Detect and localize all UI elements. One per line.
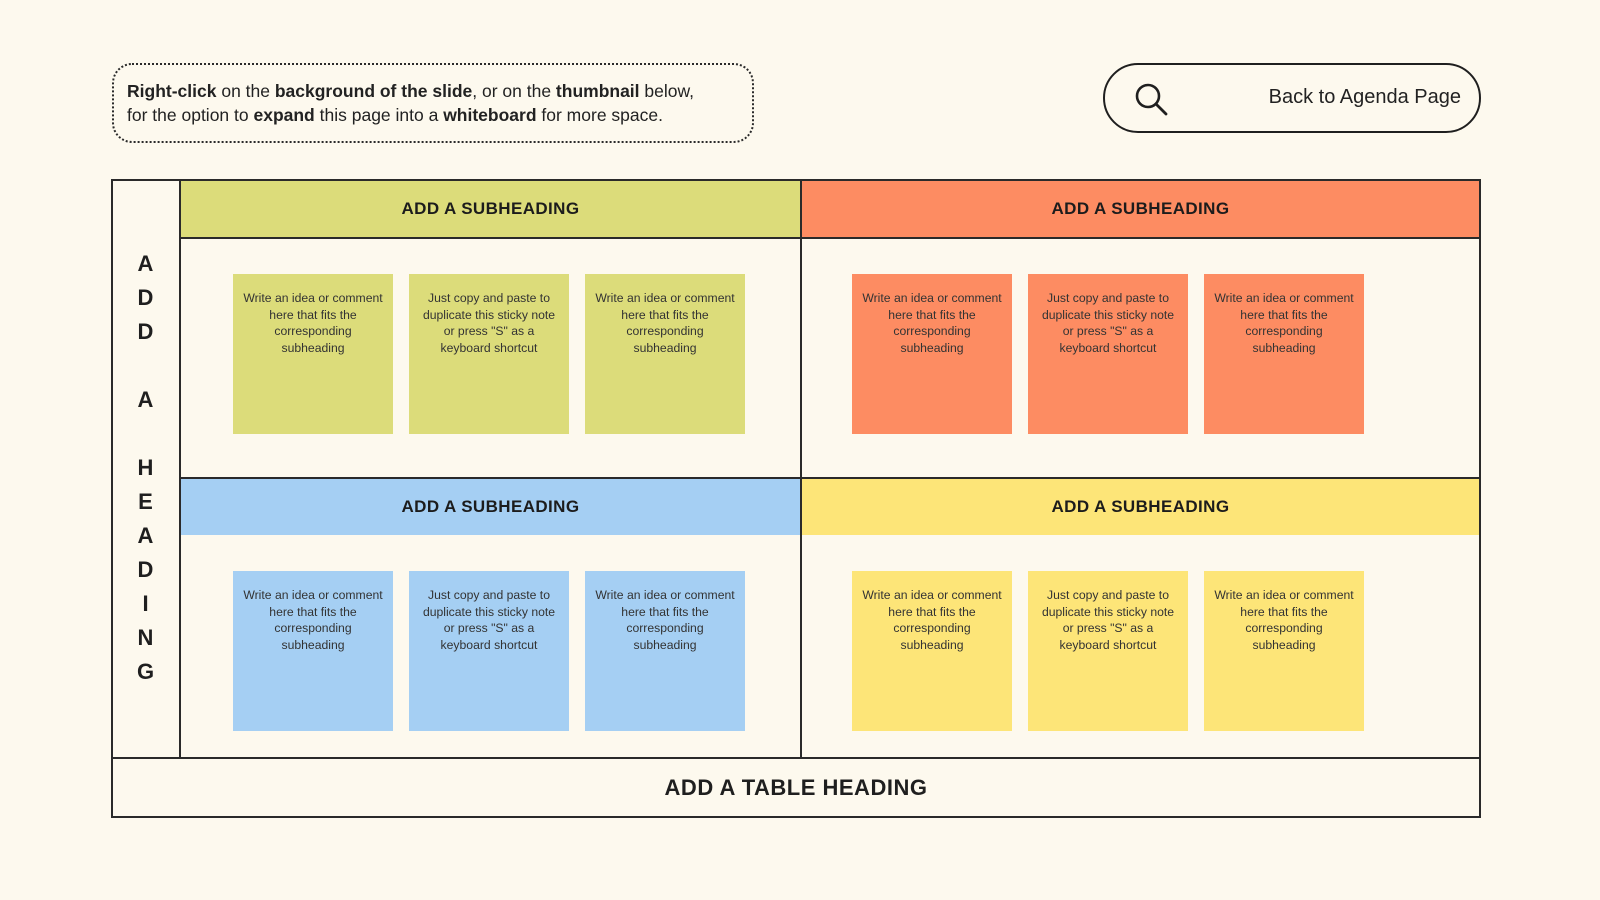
callout-line-2: for the option to expand this page into … [127, 103, 740, 127]
side-heading-letter: D [137, 285, 155, 310]
back-to-agenda-button[interactable]: Back to Agenda Page [1103, 63, 1481, 133]
line1-run: below, [639, 81, 695, 101]
sticky-note[interactable]: Write an idea or comment here that fits … [585, 274, 745, 434]
back-to-agenda-label: Back to Agenda Page [1268, 86, 1461, 108]
line1-run: background of the slide [274, 81, 473, 101]
subheading-1[interactable]: ADD A SUBHEADING [181, 181, 800, 237]
subheading-2[interactable]: ADD A SUBHEADING [802, 181, 1479, 237]
sticky-note[interactable]: Write an idea or comment here that fits … [233, 571, 393, 731]
side-heading-letter: N [137, 625, 155, 650]
side-heading-letter: A [137, 251, 155, 276]
sticky-note[interactable]: Just copy and paste to duplicate this st… [409, 274, 569, 434]
sticky-note[interactable]: Write an idea or comment here that fits … [852, 571, 1012, 731]
subheading-4[interactable]: ADD A SUBHEADING [802, 479, 1479, 535]
line1-run: , or on the [472, 81, 556, 101]
side-heading-letter: A [137, 387, 155, 412]
sticky-note[interactable]: Just copy and paste to duplicate this st… [1028, 274, 1188, 434]
sticky-note[interactable]: Just copy and paste to duplicate this st… [1028, 571, 1188, 731]
table-heading[interactable]: ADD A TABLE HEADING [664, 774, 928, 800]
line2-run: whiteboard [443, 105, 537, 125]
side-heading-letter: G [136, 659, 156, 684]
line2-run: expand [253, 105, 315, 125]
divider [179, 477, 1479, 479]
sticky-note[interactable]: Write an idea or comment here that fits … [233, 274, 393, 434]
sticky-note[interactable]: Just copy and paste to duplicate this st… [409, 571, 569, 731]
side-heading-letter: I [142, 591, 150, 616]
subheading-3[interactable]: ADD A SUBHEADING [181, 479, 800, 535]
divider [179, 237, 1479, 239]
search-icon [1135, 83, 1168, 116]
line2-run: for more space. [536, 105, 663, 125]
line2-run: for the option to [127, 105, 254, 125]
side-heading-letter: D [137, 557, 155, 582]
divider [800, 181, 802, 759]
line1-run: on the [216, 81, 275, 101]
side-heading-letter: E [138, 489, 154, 514]
sticky-note[interactable]: Write an idea or comment here that fits … [585, 571, 745, 731]
instruction-callout: Right-click on the background of the sli… [112, 63, 754, 143]
line1-run: thumbnail [555, 81, 640, 101]
line2-run: this page into a [314, 105, 444, 125]
side-heading-letter: H [137, 455, 155, 480]
sticky-note[interactable]: Write an idea or comment here that fits … [1204, 274, 1364, 434]
side-heading-letter: A [137, 523, 155, 548]
sticky-note[interactable]: Write an idea or comment here that fits … [1204, 571, 1364, 731]
divider [179, 181, 181, 759]
callout-line-1: Right-click on the background of the sli… [127, 79, 740, 103]
side-heading-letter: D [137, 319, 155, 344]
sticky-note[interactable]: Write an idea or comment here that fits … [852, 274, 1012, 434]
line1-run: Right-click [127, 81, 217, 101]
divider [113, 757, 1479, 759]
